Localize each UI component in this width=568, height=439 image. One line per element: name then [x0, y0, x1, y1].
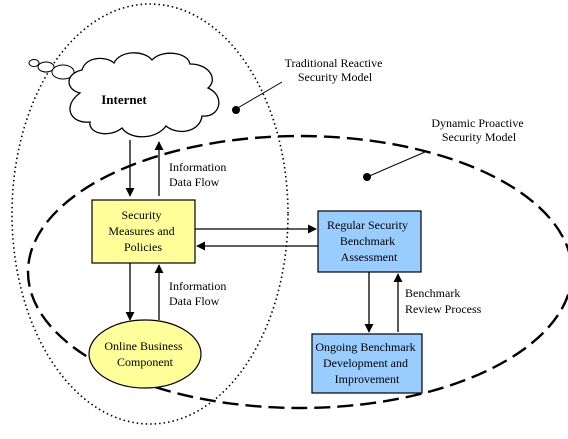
security-measures-box	[91, 199, 196, 264]
regular-benchmark-line1: Regular Security	[327, 218, 408, 232]
ongoing-benchmark-line2: Development and	[323, 356, 408, 370]
traditional-leader-line	[235, 81, 283, 110]
online-business-label: Online Business Component	[104, 339, 185, 369]
dynamic-model-label: Dynamic Proactive Security Model	[431, 116, 526, 144]
dynamic-model-label-line2: Security Model	[442, 130, 517, 144]
info-flow-label-bottom-line1: Information	[169, 279, 226, 293]
security-measures-line2: Measures and	[108, 224, 174, 238]
ongoing-benchmark-line3: Improvement	[335, 372, 400, 386]
traditional-model-label: Traditional Reactive Security Model	[285, 56, 386, 84]
regular-benchmark-line3: Assessment	[341, 250, 398, 264]
traditional-leader-dot	[232, 106, 240, 114]
ongoing-benchmark-label: Ongoing Benchmark Development and Improv…	[315, 340, 418, 386]
dynamic-leader-line	[366, 151, 426, 178]
dynamic-leader-dot	[363, 173, 371, 181]
info-flow-label-top-line2: Data Flow	[169, 175, 220, 189]
ongoing-benchmark-box	[311, 333, 423, 394]
security-measures-line1: Security	[122, 208, 162, 222]
dynamic-model-label-line1: Dynamic Proactive	[431, 116, 523, 130]
traditional-model-boundary	[11, 3, 289, 425]
internet-label: Internet	[101, 92, 147, 107]
regular-benchmark-label: Regular Security Benchmark Assessment	[327, 218, 411, 264]
cloud-bubble-medium	[37, 61, 55, 73]
dynamic-model-boundary	[26, 134, 568, 410]
cloud-bubble-small	[28, 59, 40, 67]
security-measures-line3: Policies	[124, 240, 162, 254]
internet-cloud-shape	[68, 52, 220, 138]
review-process-line1: Benchmark	[405, 286, 460, 300]
online-business-ellipse	[88, 319, 202, 389]
info-flow-label-bottom-line2: Data Flow	[169, 294, 220, 308]
regular-benchmark-line2: Benchmark	[340, 234, 395, 248]
info-flow-label-top-line1: Information	[169, 160, 226, 174]
info-flow-label-bottom: Information Data Flow	[169, 279, 229, 308]
review-process-line2: Review Process	[405, 302, 482, 316]
security-measures-label: Security Measures and Policies	[108, 208, 177, 254]
online-business-line2: Component	[117, 355, 174, 369]
online-business-line1: Online Business	[104, 339, 183, 353]
info-flow-label-top: Information Data Flow	[169, 160, 229, 189]
review-process-label: Benchmark Review Process	[405, 286, 482, 316]
regular-benchmark-box	[317, 210, 422, 273]
cloud-bubble-large	[51, 64, 75, 80]
traditional-model-label-line1: Traditional Reactive	[285, 56, 383, 70]
ongoing-benchmark-line1: Ongoing Benchmark	[315, 340, 415, 354]
traditional-model-label-line2: Security Model	[298, 70, 373, 84]
